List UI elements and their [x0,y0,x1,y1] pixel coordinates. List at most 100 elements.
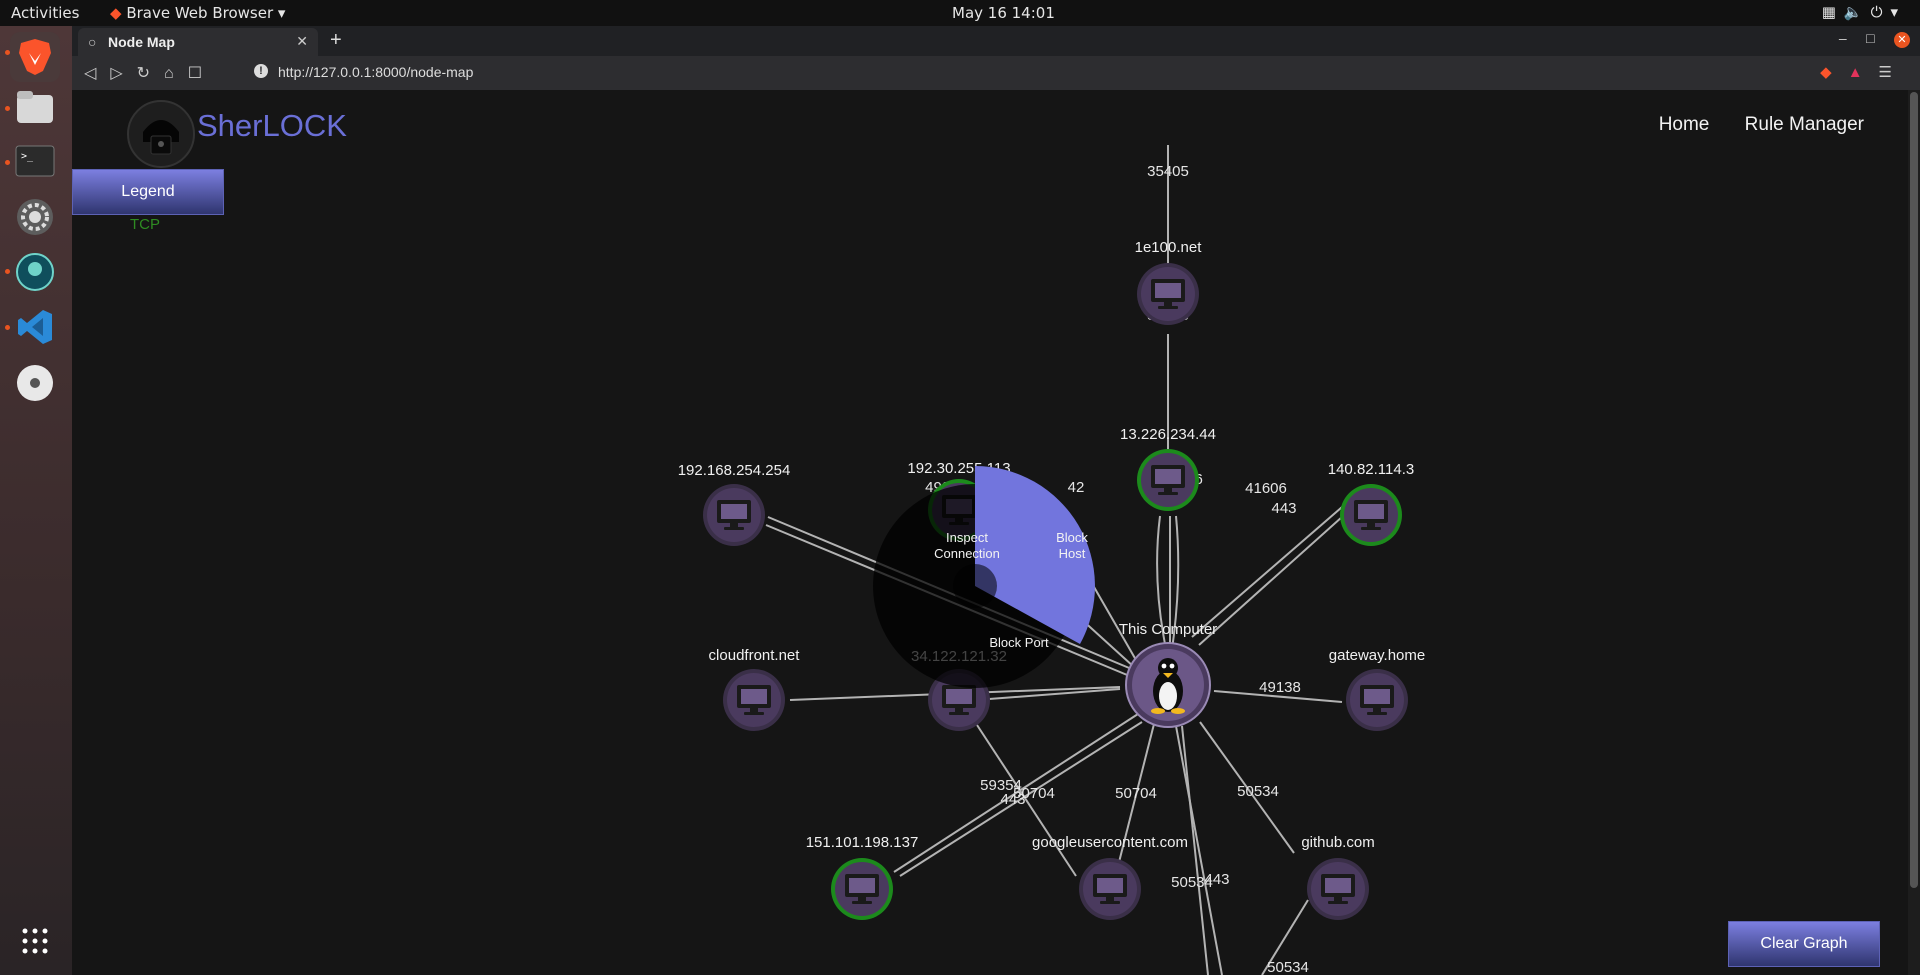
legend-button[interactable]: Legend [72,169,224,215]
edge[interactable] [1213,690,1343,703]
node-label: 192.168.254.254 [678,462,791,479]
brave-shields-icon[interactable]: ◆ [1820,64,1848,81]
node-label: github.com [1301,834,1374,851]
edge[interactable] [893,713,1139,873]
gitkraken-dock-icon[interactable] [10,247,60,297]
edge-label-port: 50534 [1237,783,1279,800]
info-icon[interactable]: ! [254,64,268,78]
close-icon[interactable]: ✕ [296,33,308,49]
menu-icon[interactable]: ☰ [1878,64,1908,81]
node-ngateway[interactable]: gateway.home [1329,647,1425,731]
node-label: googleusercontent.com [1032,834,1188,851]
chevron-down-icon: ▾ [277,4,286,22]
edge-label-port: 50534 [1171,874,1213,891]
running-indicator [5,269,10,274]
brand-name[interactable]: SherLOCK [197,108,347,143]
settings-dock-icon[interactable] [10,192,60,242]
clock[interactable]: May 16 14:01 [952,4,1055,22]
block-port-label[interactable]: Block Port [989,635,1049,650]
node-label: 140.82.114.3 [1328,461,1414,478]
globe-icon: ○ [88,34,97,50]
edge[interactable] [1175,725,1223,975]
edge[interactable] [1181,725,1209,975]
edge[interactable] [1261,899,1309,975]
brave-rewards-icon[interactable]: ▲ [1847,64,1879,81]
files-dock-icon[interactable] [10,82,60,132]
node-map-page: 35405 35405 443 35086 41606 443 42 49222… [72,90,1920,975]
ubuntu-dock: >_ [0,26,72,975]
show-apps-icon[interactable] [10,916,60,966]
node-n1e100[interactable]: 1e100.net [1135,239,1203,325]
node-n192168[interactable]: 192.168.254.254 [678,462,791,546]
edge[interactable] [975,688,1121,701]
page-scrollbar[interactable] [1908,90,1920,975]
edge[interactable] [1089,579,1137,661]
back-icon[interactable]: ◁ [84,65,111,82]
node-ngoogle[interactable]: googleusercontent.com [1032,834,1188,920]
node-ncloud[interactable]: cloudfront.net [709,647,801,731]
detective-hat-icon [143,120,179,155]
vscode-dock-icon[interactable] [10,302,60,352]
running-indicator [5,160,10,165]
new-tab-button[interactable]: + [330,29,342,51]
forward-icon[interactable]: ▷ [110,65,137,82]
block-host-option[interactable] [975,466,1095,644]
minimize-icon[interactable]: – [1838,30,1847,46]
brave-dock-icon[interactable] [10,32,60,82]
app-menu[interactable]: ◆ Brave Web Browser ▾ [110,4,285,22]
node-n151[interactable]: 151.101.198.137 [806,834,919,920]
running-indicator [5,325,10,330]
edge[interactable] [1171,515,1180,650]
home-icon[interactable]: ⌂ [164,65,188,82]
node-n140[interactable]: 140.82.114.3 [1328,461,1414,546]
sherlock-logo[interactable] [127,100,195,168]
nav-home[interactable]: Home [1658,114,1710,135]
bookmark-icon[interactable]: ☐ [187,65,217,82]
scrollbar-thumb[interactable] [1910,92,1918,888]
node-label: 1e100.net [1135,239,1203,256]
disc-dock-icon[interactable] [10,358,60,408]
node-ngithub[interactable]: github.com [1301,834,1375,920]
node-label: 151.101.198.137 [806,834,919,851]
tab-bar: ○ Node Map ✕ + – □ ✕ [72,26,1920,56]
edge[interactable] [1199,721,1295,854]
edge-label-port: 42 [1068,479,1085,496]
edge[interactable] [1115,723,1155,875]
activities-button[interactable]: Activities [11,4,80,22]
node-n13[interactable]: 13.226.234.44 [1120,426,1216,511]
node-label: cloudfront.net [709,647,801,664]
running-indicator [5,106,10,111]
edge[interactable] [976,724,1077,877]
monitor-icon [845,874,879,904]
clear-graph-button[interactable]: Clear Graph [1728,921,1880,967]
monitor-icon [1093,874,1127,904]
running-indicator [5,50,10,55]
edge-label-port: 50704 [1115,785,1157,802]
nav-rule-manager[interactable]: Rule Manager [1744,114,1864,135]
address-bar[interactable]: ! http://127.0.0.1:8000/node-map [254,61,1790,85]
edge[interactable] [1191,500,1350,638]
close-window-icon[interactable]: ✕ [1894,32,1910,48]
system-tray[interactable]: ▦🔈⏻▾ [1822,3,1906,21]
linux-tux-icon [1151,658,1185,714]
monitor-icon [1151,465,1185,495]
edge[interactable] [899,721,1143,877]
window-controls[interactable]: – □ ✕ [1839,30,1910,48]
edge-label-port: 35405 [1147,163,1189,180]
center-node[interactable]: This Computer [1119,621,1217,728]
edge-label-port: 443 [1000,791,1025,808]
edge[interactable] [1198,507,1353,646]
tab-node-map[interactable]: ○ Node Map ✕ [78,28,318,56]
brave-icon: ◆ [110,4,122,22]
chevron-down-icon: ▾ [1890,3,1906,21]
restore-icon[interactable]: □ [1866,30,1875,46]
monitor-icon [737,685,771,715]
node-label: 13.226.234.44 [1120,426,1216,443]
reload-icon[interactable]: ↻ [136,65,165,82]
edge[interactable] [1156,515,1167,650]
svg-text:>_: >_ [21,151,34,162]
terminal-dock-icon[interactable]: >_ [10,136,60,186]
